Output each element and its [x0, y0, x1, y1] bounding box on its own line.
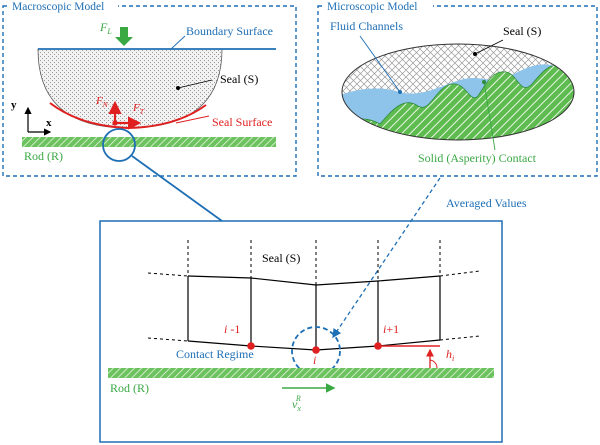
node-current: [312, 346, 320, 354]
seal-label-leader: [177, 79, 213, 89]
micro-contact-label: Solid (Asperity) Contact: [418, 151, 537, 165]
fluid-leader: [359, 35, 401, 93]
element-grid-dashed: [147, 240, 481, 342]
micro-ellipse-outline: [341, 43, 575, 141]
boundary-surface-leader: [170, 35, 186, 50]
detail-rod: [108, 368, 494, 378]
node-current-label: i: [313, 353, 316, 367]
macro-rod: [22, 137, 276, 147]
macroscopic-panel: Macroscopic Model Boundary Surface Seal …: [2, 0, 297, 177]
averaged-values-arrow: [332, 177, 441, 339]
micro-title: Microscopic Model: [327, 1, 417, 13]
gap-angle-icon: [429, 359, 438, 369]
macro-seal-body: [37, 48, 223, 129]
node-prev: [247, 342, 255, 350]
macro-rod-label: Rod (R): [24, 149, 63, 163]
gap-label: hi: [446, 347, 454, 363]
node-next-label: i+1: [383, 322, 399, 336]
contact-regime-label: Contact Regime: [176, 347, 254, 361]
element-top-line: [187, 275, 441, 286]
element-grid: [187, 276, 441, 350]
macro-title: Macroscopic Model: [12, 1, 104, 13]
velocity-label: vxR: [292, 394, 301, 413]
node-zoom-circle: [291, 326, 341, 376]
load-force-label: FL: [99, 20, 112, 36]
load-arrow-icon: [115, 27, 133, 46]
microscopic-panel: Microscopic Model Fluid Channels Seal (S…: [317, 0, 598, 177]
detail-rod-label: Rod (R): [110, 381, 149, 395]
micro-seal-label: Seal (S): [503, 24, 541, 38]
detail-panel: Seal (S) i -1 i+1 i Contact Regime hi Ro…: [99, 220, 503, 443]
averaged-values-label: Averaged Values: [446, 196, 527, 210]
micro-seal-leader: [474, 39, 504, 55]
detail-seal-label: Seal (S): [262, 251, 300, 265]
axis-x-label: x: [46, 117, 52, 129]
tangential-force-label: FT: [132, 102, 145, 116]
seal-surface-leader: [175, 115, 210, 124]
boundary-surface-label: Boundary Surface: [186, 24, 273, 38]
node-prev-label: i -1: [224, 322, 240, 336]
macro-zoom-circle: [102, 128, 136, 162]
fluid-leader-dot: [398, 90, 402, 94]
micro-fluid-label: Fluid Channels: [330, 19, 403, 33]
seal-surface-label: Seal Surface: [212, 115, 272, 129]
contact-leader: [483, 81, 496, 151]
macro-seal-label: Seal (S): [220, 72, 258, 86]
normal-force-label: FN: [95, 95, 109, 109]
micro-seal-dot: [473, 52, 477, 56]
contact-leader-dot: [482, 80, 486, 84]
axis-y-label: y: [11, 99, 17, 111]
zoom-connector: [131, 155, 223, 222]
